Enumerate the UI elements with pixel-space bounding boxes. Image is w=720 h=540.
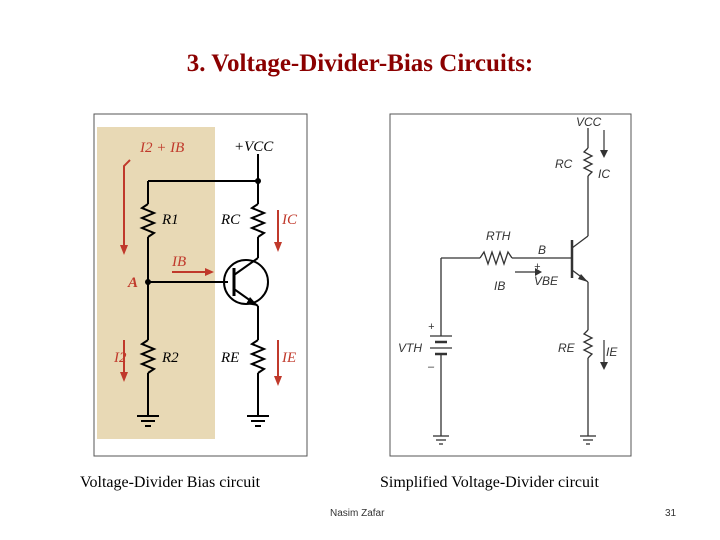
resistor-rc-right — [582, 147, 594, 177]
emitter-arrow-right — [578, 274, 588, 282]
resistor-re-right — [582, 329, 594, 359]
label-re-right: RE — [558, 341, 576, 355]
label-minus-vth: – — [427, 361, 435, 373]
label-ie-left: IE — [281, 350, 296, 366]
current-arrows-right — [515, 130, 605, 362]
label-plus-vbe: + — [534, 261, 541, 273]
label-ie-right: IE — [606, 345, 618, 359]
ground-right-1 — [433, 435, 449, 445]
emitter-arrow — [246, 297, 258, 306]
caption-right: Simplified Voltage-Divider circuit — [380, 474, 599, 491]
label-ic-right: IC — [598, 167, 610, 181]
label-re-left: RE — [220, 350, 239, 366]
transistor-collector — [233, 257, 259, 276]
battery-vth — [430, 335, 452, 356]
footer-author: Nasim Zafar — [330, 508, 385, 519]
caption-left: Voltage-Divider Bias circuit — [80, 474, 261, 491]
label-i2-plus-ib: I2 + IB — [139, 140, 184, 156]
label-ic-left: IC — [281, 212, 298, 228]
resistor-r1 — [139, 203, 157, 238]
slide-title: 3. Voltage-Divider-Bias Circuits: — [186, 50, 534, 77]
footer-page-number: 31 — [665, 508, 677, 519]
left-circuit-frame — [93, 113, 308, 457]
right-circuit-frame — [389, 113, 632, 457]
current-arrows-left — [123, 159, 279, 376]
ground-left-2 — [247, 415, 269, 427]
ground-right-2 — [580, 435, 596, 445]
label-vcc-left: +VCC — [234, 139, 274, 155]
resistor-rc — [249, 203, 267, 238]
label-b: B — [538, 243, 546, 257]
arrowheads-left — [120, 242, 282, 386]
resistor-rth — [479, 249, 513, 267]
label-plus-vth: + — [428, 321, 435, 333]
resistor-r2 — [139, 339, 157, 374]
ground-left-1 — [137, 415, 159, 427]
label-ib-left: IB — [171, 254, 186, 270]
label-rc-left: RC — [220, 212, 241, 228]
label-node-a: A — [127, 275, 138, 291]
resistor-re — [249, 339, 267, 374]
label-vth: VTH — [398, 341, 422, 355]
label-i2: I2 — [113, 350, 127, 366]
label-rth: RTH — [486, 229, 511, 243]
label-r2: R2 — [161, 350, 179, 366]
arrowheads-right — [535, 150, 608, 370]
label-vcc-right: VCC — [576, 115, 602, 129]
label-ib-right: IB — [494, 279, 505, 293]
label-rc-right: RC — [555, 157, 573, 171]
label-r1: R1 — [161, 212, 179, 228]
label-vbe: VBE — [534, 274, 559, 288]
